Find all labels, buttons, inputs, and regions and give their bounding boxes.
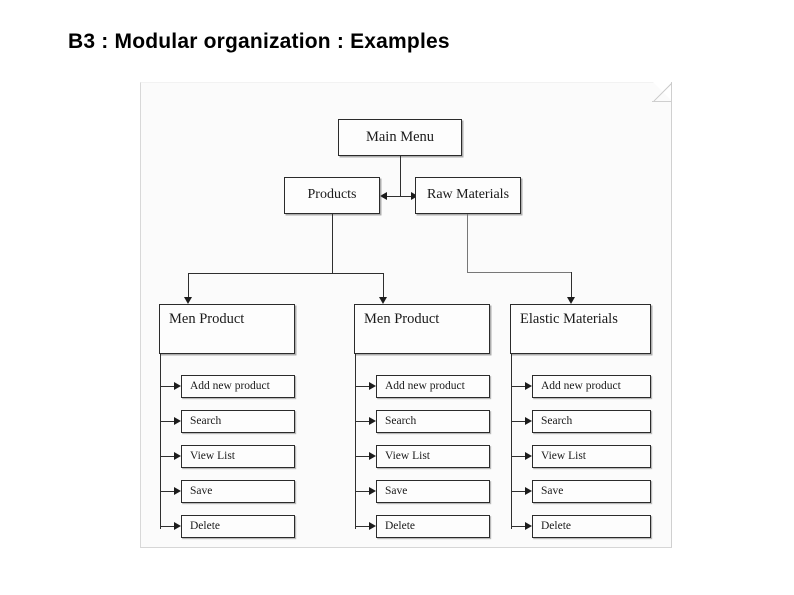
node-col2-item-1[interactable]: Add new product bbox=[376, 375, 490, 398]
arrowhead-col1-item-1 bbox=[174, 382, 181, 390]
arrowhead-to-column-2 bbox=[379, 297, 387, 304]
arrowhead-col2-item-3 bbox=[369, 452, 376, 460]
node-col2-item-4[interactable]: Save bbox=[376, 480, 490, 503]
node-col3-item-2[interactable]: Search bbox=[532, 410, 651, 433]
connector-col1-item-1 bbox=[160, 386, 177, 387]
node-col2-item-2-label: Search bbox=[385, 415, 417, 428]
node-col2-item-5[interactable]: Delete bbox=[376, 515, 490, 538]
node-column-2-header-label: Men Product bbox=[364, 311, 440, 327]
connector-col3-item-1 bbox=[511, 386, 528, 387]
node-col3-item-4[interactable]: Save bbox=[532, 480, 651, 503]
node-col3-item-1[interactable]: Add new product bbox=[532, 375, 651, 398]
page-title: B3 : Modular organization : Examples bbox=[68, 30, 450, 53]
node-products-label: Products bbox=[307, 187, 357, 203]
connector-column-2-spine bbox=[355, 354, 356, 529]
arrowhead-col1-item-2 bbox=[174, 417, 181, 425]
connector-column-1-spine bbox=[160, 354, 161, 529]
connector-raw-materials-to-col3 bbox=[571, 272, 572, 299]
connector-col1-item-4 bbox=[160, 491, 177, 492]
connector-products-drop bbox=[332, 214, 333, 274]
connector-col2-item-3 bbox=[355, 456, 372, 457]
page-fold-corner-icon bbox=[652, 82, 672, 102]
node-col3-item-2-label: Search bbox=[541, 415, 573, 428]
node-col2-item-1-label: Add new product bbox=[385, 380, 465, 393]
node-col1-item-3-label: View List bbox=[190, 450, 235, 463]
connector-col2-item-2 bbox=[355, 421, 372, 422]
arrowhead-to-column-1 bbox=[184, 297, 192, 304]
arrowhead-col3-item-5 bbox=[525, 522, 532, 530]
connector-column-3-spine bbox=[511, 354, 512, 529]
connector-col3-item-5 bbox=[511, 526, 528, 527]
arrowhead-col2-item-1 bbox=[369, 382, 376, 390]
node-col1-item-1-label: Add new product bbox=[190, 380, 270, 393]
connector-col2-item-4 bbox=[355, 491, 372, 492]
connector-col3-item-4 bbox=[511, 491, 528, 492]
node-main-menu[interactable]: Main Menu bbox=[338, 119, 462, 156]
connector-col2-item-1 bbox=[355, 386, 372, 387]
node-col2-item-3-label: View List bbox=[385, 450, 430, 463]
node-col1-item-4[interactable]: Save bbox=[181, 480, 295, 503]
arrowhead-to-products bbox=[380, 192, 387, 200]
connector-level2-bar bbox=[383, 196, 418, 197]
connector-products-to-col2 bbox=[383, 273, 384, 299]
node-column-3-header-label: Elastic Materials bbox=[520, 311, 618, 327]
arrowhead-col2-item-4 bbox=[369, 487, 376, 495]
arrowhead-col3-item-3 bbox=[525, 452, 532, 460]
arrowhead-col1-item-3 bbox=[174, 452, 181, 460]
arrowhead-col2-item-5 bbox=[369, 522, 376, 530]
node-products[interactable]: Products bbox=[284, 177, 380, 214]
arrowhead-col1-item-4 bbox=[174, 487, 181, 495]
node-col1-item-5-label: Delete bbox=[190, 520, 221, 533]
arrowhead-to-raw-materials bbox=[411, 192, 418, 200]
connector-products-to-col1 bbox=[188, 273, 189, 299]
node-col3-item-5[interactable]: Delete bbox=[532, 515, 651, 538]
arrowhead-col2-item-2 bbox=[369, 417, 376, 425]
node-col1-item-2-label: Search bbox=[190, 415, 222, 428]
node-col2-item-4-label: Save bbox=[385, 485, 408, 498]
node-column-3-header[interactable]: Elastic Materials bbox=[510, 304, 651, 354]
arrowhead-col3-item-2 bbox=[525, 417, 532, 425]
connector-col1-item-3 bbox=[160, 456, 177, 457]
arrowhead-col1-item-5 bbox=[174, 522, 181, 530]
connector-main-menu-stem bbox=[400, 156, 401, 197]
connector-products-split-bar bbox=[188, 273, 384, 274]
connector-raw-materials-jog bbox=[467, 272, 571, 273]
page-fold-vertical-edge bbox=[671, 82, 672, 101]
node-col2-item-2[interactable]: Search bbox=[376, 410, 490, 433]
node-col1-item-4-label: Save bbox=[190, 485, 213, 498]
node-raw-materials-label: Raw Materials bbox=[426, 187, 510, 203]
node-column-2-header[interactable]: Men Product bbox=[354, 304, 490, 354]
node-col3-item-4-label: Save bbox=[541, 485, 564, 498]
node-col1-item-2[interactable]: Search bbox=[181, 410, 295, 433]
node-column-1-header[interactable]: Men Product bbox=[159, 304, 295, 354]
page-fold-horizontal-edge bbox=[652, 101, 672, 102]
connector-col1-item-2 bbox=[160, 421, 177, 422]
node-col1-item-5[interactable]: Delete bbox=[181, 515, 295, 538]
connector-col3-item-2 bbox=[511, 421, 528, 422]
arrowhead-col3-item-4 bbox=[525, 487, 532, 495]
connector-col2-item-5 bbox=[355, 526, 372, 527]
node-col3-item-3[interactable]: View List bbox=[532, 445, 651, 468]
node-col1-item-1[interactable]: Add new product bbox=[181, 375, 295, 398]
node-col3-item-3-label: View List bbox=[541, 450, 586, 463]
node-col3-item-1-label: Add new product bbox=[541, 380, 621, 393]
connector-col3-item-3 bbox=[511, 456, 528, 457]
node-col3-item-5-label: Delete bbox=[541, 520, 572, 533]
node-main-menu-label: Main Menu bbox=[365, 128, 435, 145]
node-col2-item-5-label: Delete bbox=[385, 520, 416, 533]
arrowhead-col3-item-1 bbox=[525, 382, 532, 390]
node-col1-item-3[interactable]: View List bbox=[181, 445, 295, 468]
node-raw-materials[interactable]: Raw Materials bbox=[415, 177, 521, 214]
node-col2-item-3[interactable]: View List bbox=[376, 445, 490, 468]
connector-raw-materials-drop bbox=[467, 214, 468, 273]
arrowhead-to-column-3 bbox=[567, 297, 575, 304]
diagram-canvas: Main Menu Products Raw Materials Men Pro… bbox=[140, 82, 672, 548]
connector-col1-item-5 bbox=[160, 526, 177, 527]
node-column-1-header-label: Men Product bbox=[169, 311, 245, 327]
